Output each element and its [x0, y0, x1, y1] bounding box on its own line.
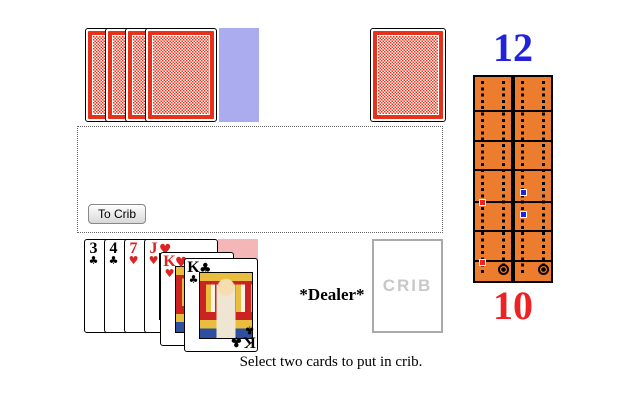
- blue-peg-front: [520, 189, 527, 196]
- blue-score: 12: [493, 25, 533, 70]
- board-section-line: [475, 110, 551, 112]
- board-lane-dots: [502, 81, 505, 273]
- blue-peg-back: [520, 211, 527, 218]
- board-lane-dots: [542, 81, 545, 273]
- card-index-bottom: K♣: [243, 323, 256, 351]
- board-lane-dots: [521, 81, 524, 273]
- red-peg-front: [479, 199, 486, 206]
- red-peg-back: [479, 259, 486, 266]
- board-section-line: [475, 230, 551, 232]
- club-pip: ♣: [230, 333, 243, 349]
- starter-card-slot: [219, 28, 259, 122]
- hand-card-king-clubs-selected[interactable]: K♣ ♣ ♣ K♣: [184, 258, 258, 352]
- card-index: K♥: [163, 253, 176, 281]
- finish-hole: [538, 264, 549, 275]
- to-crib-button[interactable]: To Crib: [88, 204, 147, 224]
- card-index: J♥: [148, 240, 159, 268]
- board-section-line: [475, 140, 551, 142]
- deck-card-back: [370, 28, 446, 122]
- card-index: 4♣: [108, 240, 119, 268]
- cribbage-board: [473, 75, 553, 283]
- card-index: K♣: [187, 259, 200, 287]
- finish-hole: [498, 264, 509, 275]
- card-index: 3♣: [88, 240, 99, 268]
- crib-box: CRIB: [372, 239, 443, 333]
- crib-box-label: CRIB: [382, 276, 433, 295]
- board-section-line: [475, 201, 551, 203]
- dealer-label: *Dealer*: [299, 285, 365, 304]
- board-lane-dots: [481, 81, 484, 273]
- play-area: To Crib: [77, 126, 443, 233]
- card-index: 7♥: [128, 240, 139, 268]
- face-card-art: [199, 272, 253, 339]
- board-divider: [511, 77, 515, 281]
- red-score: 10: [493, 283, 533, 328]
- opponent-card-back-4: [145, 28, 217, 122]
- club-pip: ♣: [199, 261, 212, 277]
- board-section-line: [475, 260, 551, 262]
- board-section-line: [475, 169, 551, 171]
- status-message: Select two cards to put in crib.: [239, 354, 423, 370]
